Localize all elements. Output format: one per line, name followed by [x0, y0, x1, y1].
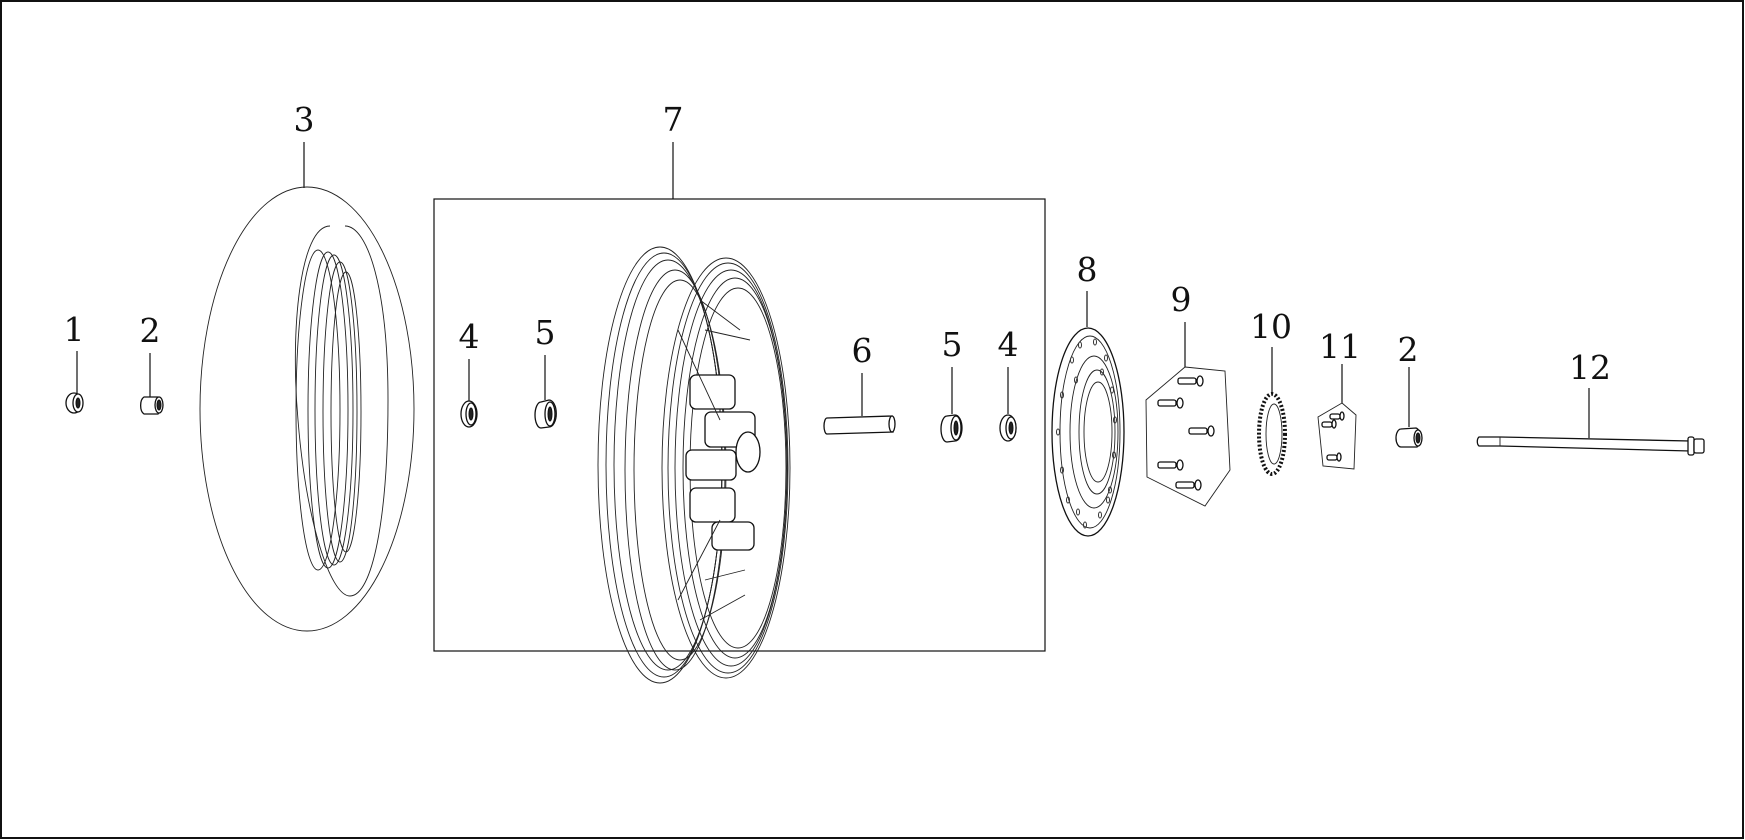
callout-label-9: 9: [1171, 280, 1192, 319]
part-11-ring-bolts[interactable]: 11: [1317, 327, 1361, 470]
callout-label-4a: 4: [459, 317, 480, 356]
part-5-bearing-left[interactable]: 5: [534, 313, 557, 429]
part-10-sensor-ring[interactable]: 10: [1250, 307, 1292, 476]
part-2-collar-left[interactable]: 2: [140, 311, 164, 415]
part-1-nut[interactable]: 1: [64, 310, 85, 414]
part-9-disc-bolts[interactable]: 9: [1145, 280, 1231, 507]
callout-label-7: 7: [663, 100, 684, 139]
callout-label-6: 6: [852, 331, 873, 370]
callout-label-10: 10: [1250, 307, 1292, 346]
part-6-distance-collar[interactable]: 6: [823, 331, 896, 435]
callout-label-5b: 5: [942, 325, 963, 364]
callout-label-11: 11: [1319, 327, 1361, 366]
callout-label-3: 3: [294, 100, 315, 139]
part-7-wheel-group[interactable]: 7: [433, 100, 1046, 652]
part-8-brake-disc[interactable]: 8: [1051, 250, 1125, 537]
part-12-axle[interactable]: 12: [1476, 348, 1705, 456]
callout-label-8: 8: [1077, 250, 1098, 289]
callout-label-2b: 2: [1398, 330, 1419, 369]
group-box-7: [433, 198, 1046, 652]
part-4-seal-right[interactable]: 4: [998, 325, 1019, 442]
callout-label-2a: 2: [140, 311, 161, 350]
part-5-bearing-right[interactable]: 5: [940, 325, 963, 443]
callout-label-1: 1: [64, 310, 85, 349]
part-3-tire[interactable]: 3: [199, 100, 415, 632]
wheel-rim: [597, 246, 791, 684]
callout-label-4b: 4: [998, 325, 1019, 364]
part-4-seal-left[interactable]: 4: [459, 317, 480, 428]
callout-label-5a: 5: [535, 313, 556, 352]
part-2-collar-right[interactable]: 2: [1395, 330, 1423, 448]
callout-label-12: 12: [1569, 348, 1611, 387]
